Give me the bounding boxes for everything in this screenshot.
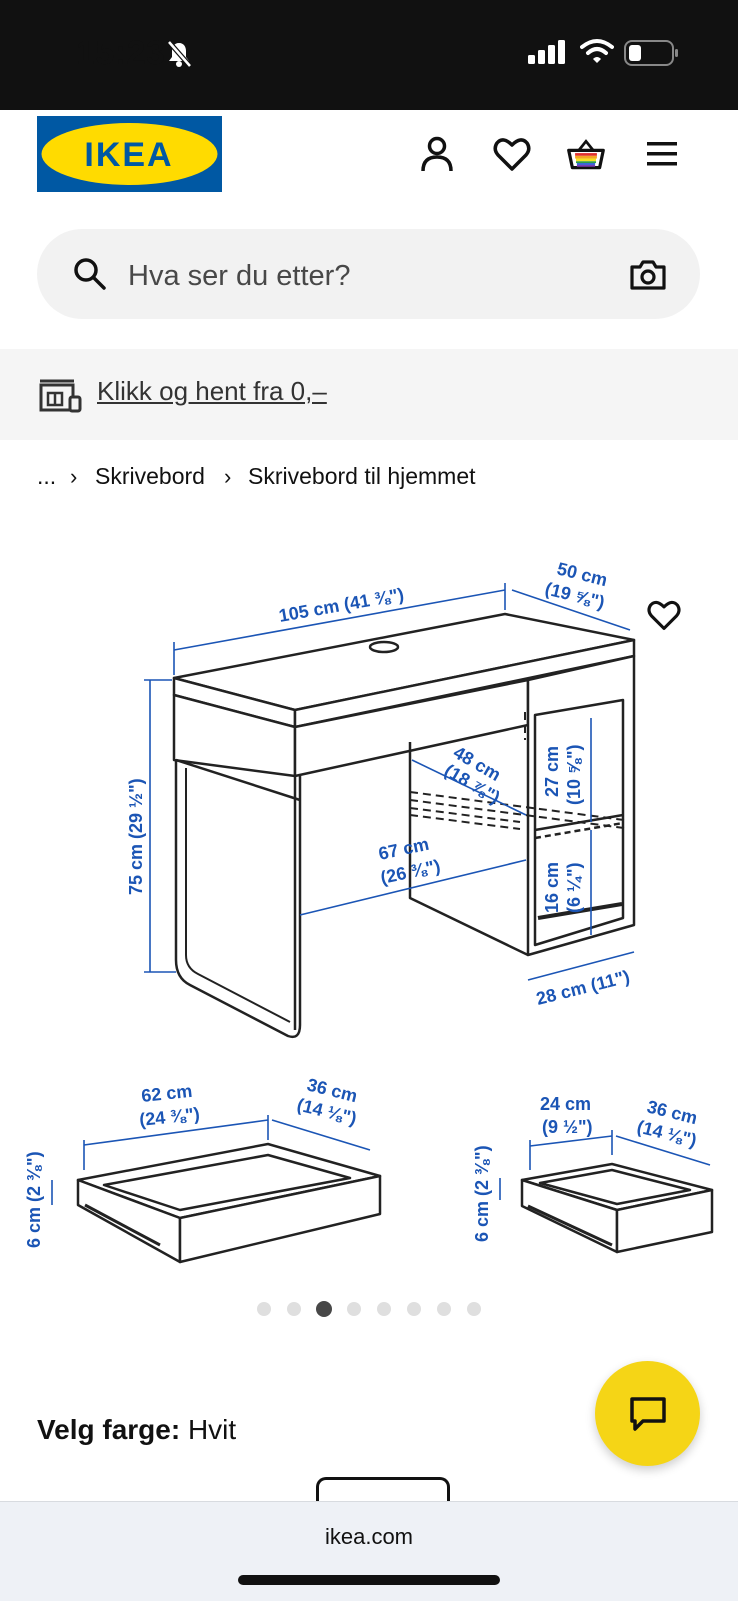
search-input[interactable] [128,254,588,298]
carousel-dot[interactable] [407,1302,421,1316]
carousel-dot[interactable] [347,1302,361,1316]
dim-drawer-large-width-in: (24 ⅜") [138,1104,200,1130]
favorite-heart-icon[interactable] [646,598,682,632]
home-indicator[interactable] [238,1575,500,1585]
carousel-dot-active[interactable] [316,1301,332,1317]
carousel-dot[interactable] [287,1302,301,1316]
carousel-dot[interactable] [467,1302,481,1316]
dim-shelf-lower-in: (6 ¼") [564,862,584,913]
breadcrumb-ellipsis[interactable]: ... [37,463,57,489]
dim-shelf-upper: 27 cm [542,746,562,797]
status-bar [0,0,738,110]
dim-drawer-large-height: 6 cm (2 ⅜") [24,1151,44,1248]
battery-icon [624,40,678,66]
search-icon [74,258,106,290]
bell-muted-icon [167,40,192,68]
dim-drawer-small-width: 24 cm [540,1094,591,1114]
status-time: 15:23 [76,34,166,72]
logo-text: IKEA [84,136,173,174]
profile-icon[interactable] [417,134,457,174]
chevron-right-icon: › [224,464,232,489]
dim-drawer-large-width: 62 cm [140,1081,193,1106]
product-dimension-drawing[interactable]: 105 cm (41 ⅜") 50 cm (19 ⅝") 75 cm (29 ½… [0,540,738,1280]
carousel-dot[interactable] [377,1302,391,1316]
menu-icon[interactable] [643,134,683,174]
click-collect-link[interactable]: Klikk og hent fra 0,– [97,376,327,406]
browser-url[interactable]: ikea.com [324,1524,414,1549]
chat-bubble-icon [630,1397,666,1431]
chevron-right-icon: › [70,464,78,489]
store-pickup-icon [39,379,82,413]
wifi-icon [580,39,614,63]
browser-bottom-bar [0,1501,738,1601]
color-select: Velg farge: Hvit [37,1414,236,1446]
dim-shelf-upper-in: (10 ⅝") [564,744,584,805]
camera-icon[interactable] [629,258,667,292]
chat-button[interactable] [595,1361,700,1466]
dim-drawer-small-height: 6 cm (2 ⅜") [472,1145,492,1242]
carousel-dot[interactable] [257,1302,271,1316]
ikea-logo[interactable]: IKEA [37,116,222,192]
cellular-signal-icon [528,40,565,64]
dim-desk-height: 75 cm (29 ½") [126,778,146,895]
breadcrumb-item[interactable]: Skrivebord [95,463,205,489]
dim-drawer-small-width-in: (9 ½") [542,1117,593,1137]
color-select-value: Hvit [187,1414,237,1445]
color-select-label: Velg farge: [37,1414,181,1445]
click-collect-banner [0,349,738,440]
breadcrumb-item[interactable]: Skrivebord til hjemmet [248,463,476,489]
heart-icon[interactable] [492,134,532,174]
dim-cabinet-width: 28 cm (11") [534,966,632,1009]
carousel-dot[interactable] [437,1302,451,1316]
shopping-bag-icon[interactable] [566,134,606,174]
dim-shelf-lower: 16 cm [542,862,562,913]
